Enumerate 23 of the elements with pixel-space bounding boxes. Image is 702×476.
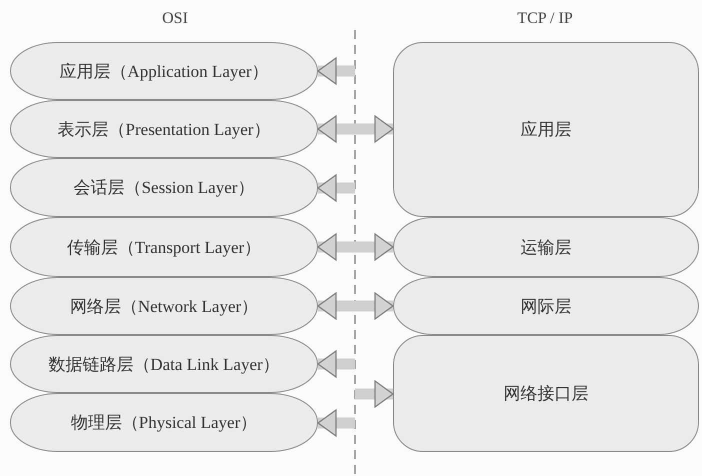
column-heading: TCP / IP: [517, 10, 573, 28]
block-arrow: [317, 350, 355, 378]
block-arrow: [317, 233, 394, 261]
block-arrow: [317, 292, 394, 320]
layer-box: [393, 335, 699, 452]
layer-name: 表示层（Presentation Layer）: [58, 118, 270, 140]
block-arrow: [317, 115, 394, 143]
layer-name: 运输层: [520, 236, 572, 258]
layer-name: 网络接口层: [504, 383, 588, 405]
layer-name: 数据链路层（Data Link Layer）: [48, 354, 280, 376]
layer-name: 物理层（Physical Layer）: [70, 412, 258, 434]
block-arrow: [317, 409, 355, 437]
layer-name: 应用层: [520, 119, 572, 141]
layer-box: [393, 42, 699, 217]
layer-name: 传输层（Transport Layer）: [66, 236, 262, 258]
block-arrow: [355, 380, 394, 408]
layer-name: 网络层（Network Layer）: [70, 296, 258, 318]
layer-name: 会话层（Session Layer）: [74, 177, 254, 199]
block-arrow: [317, 57, 355, 85]
block-arrow: [317, 174, 355, 202]
column-heading: OSI: [162, 10, 188, 28]
layer-name: 应用层（Application Layer）: [59, 60, 269, 82]
layer-name: 网际层: [520, 296, 572, 318]
